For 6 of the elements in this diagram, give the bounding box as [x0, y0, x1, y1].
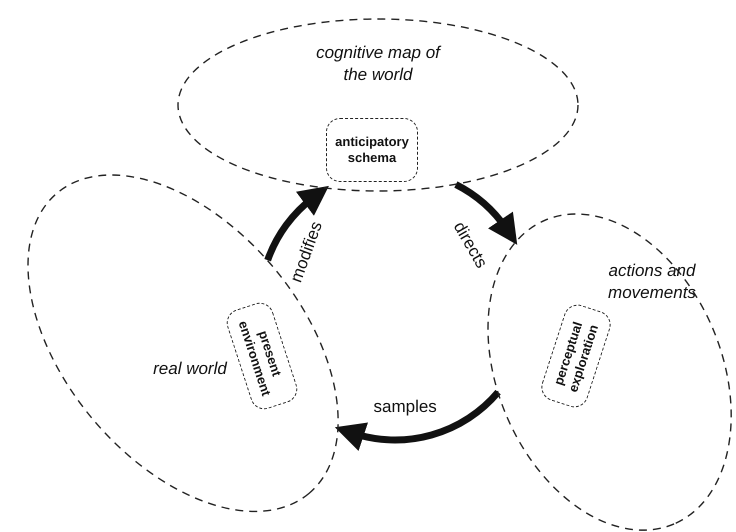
schema-box: anticipatory schema: [326, 118, 418, 182]
curved-arrow: [264, 184, 328, 262]
region-label: cognitive map of the world: [315, 42, 442, 86]
edge-label: samples: [374, 397, 437, 417]
curved-arrow: [454, 181, 518, 244]
curved-arrow: [334, 390, 501, 451]
